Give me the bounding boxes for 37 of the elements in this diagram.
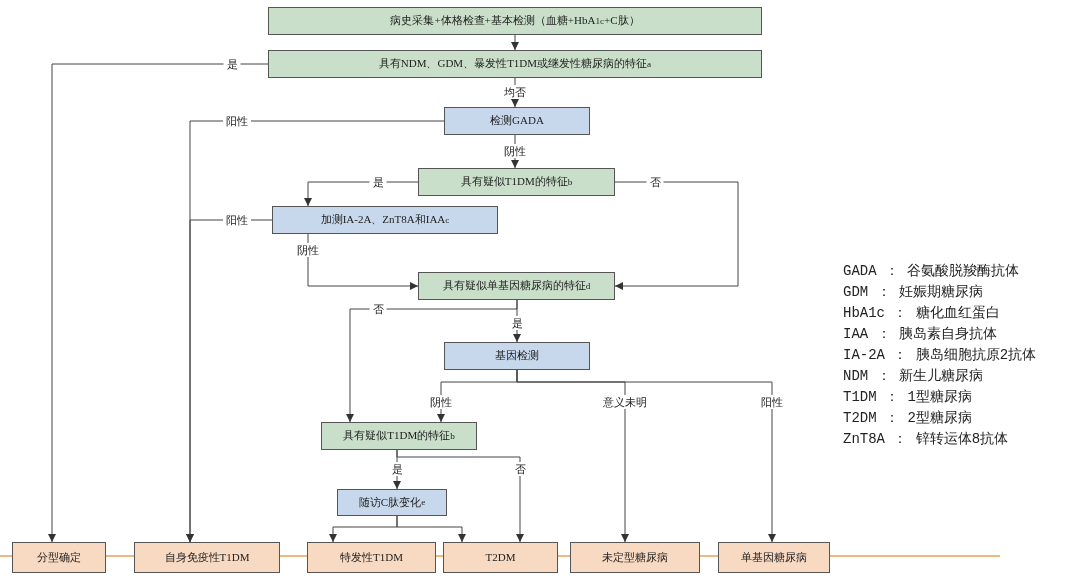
edge-label: 阴性 [501, 144, 529, 158]
abbreviation-note: GADA ： 谷氨酸脱羧酶抗体 [843, 262, 1020, 280]
abbreviation-note: NDM ： 新生儿糖尿病 [843, 367, 983, 385]
abbreviation-note: IA-2A ： 胰岛细胞抗原2抗体 [843, 346, 1037, 364]
arrow [516, 369, 776, 543]
edge-label: 是 [223, 57, 241, 71]
abbreviation-note: ZnT8A ： 锌转运体8抗体 [843, 430, 1009, 448]
process-box: 基因检测 [444, 342, 590, 370]
result-box: 未定型糖尿病 [570, 542, 700, 573]
abbreviation-note: GDM ： 妊娠期糖尿病 [843, 283, 983, 301]
edge-label: 是 [369, 175, 387, 189]
arrow [48, 63, 269, 543]
edge-label: 阳性 [223, 114, 251, 128]
result-box: 自身免疫性T1DM [134, 542, 280, 573]
result-box: 分型确定 [12, 542, 106, 573]
abbreviation-note: T2DM ： 2型糖尿病 [843, 409, 972, 427]
edge-label: 阴性 [427, 395, 455, 409]
arrow [614, 181, 739, 290]
arrow [304, 181, 419, 207]
edge-label: 阳性 [223, 213, 251, 227]
abbreviation-note: T1DM ： 1型糖尿病 [843, 388, 972, 406]
abbreviation-note: HbA1c ： 糖化血红蛋白 [843, 304, 1000, 322]
arrow [307, 233, 419, 290]
abbreviation-note: IAA ： 胰岛素自身抗体 [843, 325, 997, 343]
edge-label: 否 [369, 302, 387, 316]
result-box: 单基因糖尿病 [718, 542, 830, 573]
process-box: 检测GADA [444, 107, 590, 135]
edge-label: 阳性 [758, 395, 786, 409]
arrow [396, 449, 524, 543]
arrow [511, 34, 519, 51]
edge-label: 均否 [501, 85, 529, 99]
edge-label: 否 [646, 175, 664, 189]
arrow [396, 515, 466, 543]
result-box: T2DM [443, 542, 558, 573]
edge-label: 阴性 [294, 243, 322, 257]
result-box: 特发性T1DM [307, 542, 436, 573]
arrow [186, 219, 273, 543]
